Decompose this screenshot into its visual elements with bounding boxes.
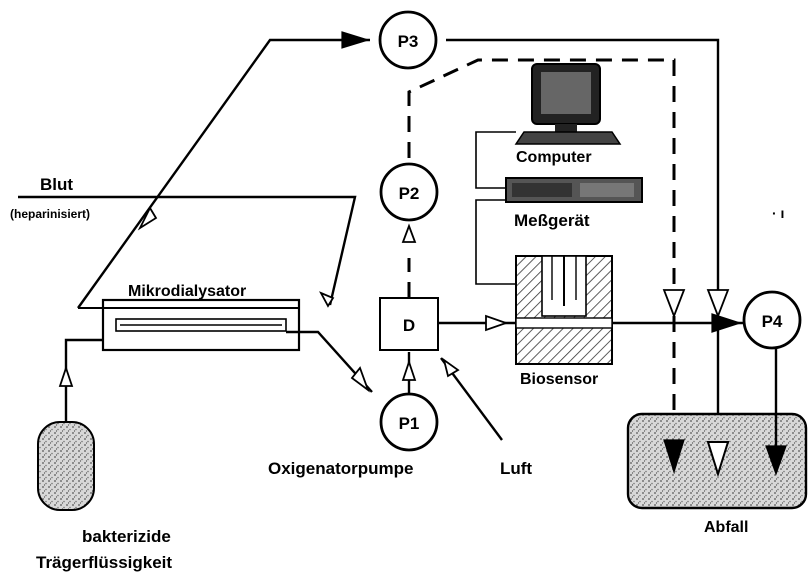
label-messgeraet: Meßgerät bbox=[514, 211, 590, 230]
arrow-head-up bbox=[137, 206, 158, 231]
degasser-box: D bbox=[379, 297, 439, 351]
pump-p4-label: P4 bbox=[762, 312, 783, 331]
line-to-p3 bbox=[77, 31, 371, 309]
arrow-head-d bbox=[401, 359, 417, 381]
arrow-head-p4 bbox=[711, 313, 742, 333]
dashed-p2-abfall bbox=[407, 58, 686, 420]
pump-p3: P3 bbox=[378, 10, 438, 70]
carrier-line bbox=[58, 338, 120, 422]
arrow-head-p3 bbox=[341, 31, 371, 49]
stray-mark: · ı bbox=[772, 205, 784, 221]
pump-p1-label: P1 bbox=[399, 414, 420, 433]
carrier-arrow-head bbox=[58, 365, 74, 387]
arrow-head-p4-down bbox=[765, 445, 787, 476]
label-abfall: Abfall bbox=[704, 519, 748, 536]
line-p3-p4 bbox=[446, 38, 730, 420]
connector-lines bbox=[475, 131, 516, 285]
label-luft: Luft bbox=[500, 459, 532, 478]
arrow-head-p3-down bbox=[706, 289, 730, 319]
arrow-head-p2 bbox=[401, 223, 417, 243]
air-line bbox=[440, 357, 503, 441]
blood-line bbox=[18, 195, 357, 308]
pump-p4: P4 bbox=[742, 290, 802, 350]
computer bbox=[514, 63, 622, 145]
label-oxigenatorpumpe: Oxigenatorpumpe bbox=[268, 459, 413, 478]
messgeraet-device bbox=[505, 177, 643, 203]
line-p1-d bbox=[401, 352, 417, 396]
label-mikrodialysator: Mikrodialysator bbox=[128, 283, 246, 300]
line-d-biosensor-p4 bbox=[438, 313, 744, 333]
label-computer: Computer bbox=[516, 149, 592, 166]
pump-p3-label: P3 bbox=[398, 32, 419, 51]
carrier-bottle bbox=[37, 421, 95, 511]
arrow-head-air bbox=[442, 357, 460, 378]
arrow-head-dash-down bbox=[662, 289, 686, 319]
label-carrier-line2: Trägerflüssigkeit bbox=[36, 553, 172, 572]
pump-p2: P2 bbox=[379, 162, 439, 222]
dashed-d-p2 bbox=[401, 223, 417, 298]
blood-arrow-head bbox=[319, 291, 335, 308]
label-heparinisiert: (heparinisiert) bbox=[10, 207, 90, 221]
label-biosensor: Biosensor bbox=[520, 371, 598, 388]
arrow-head-waste-1 bbox=[663, 439, 685, 475]
label-carrier-line1: bakterizide bbox=[82, 527, 171, 546]
biosensor bbox=[515, 255, 613, 365]
line-p4-abfall bbox=[765, 344, 787, 476]
arrow-head-waste-2 bbox=[706, 441, 730, 478]
label-blut: Blut bbox=[40, 175, 73, 194]
line-to-p1 bbox=[286, 330, 373, 393]
pump-p2-label: P2 bbox=[399, 184, 420, 203]
degasser-label: D bbox=[403, 316, 415, 335]
pump-p1: P1 bbox=[379, 392, 439, 452]
arrow-head-p1 bbox=[350, 366, 370, 393]
waste-arrowheads bbox=[663, 439, 730, 478]
microdialyser bbox=[78, 298, 301, 352]
arrow-head-biosensor bbox=[485, 314, 509, 332]
